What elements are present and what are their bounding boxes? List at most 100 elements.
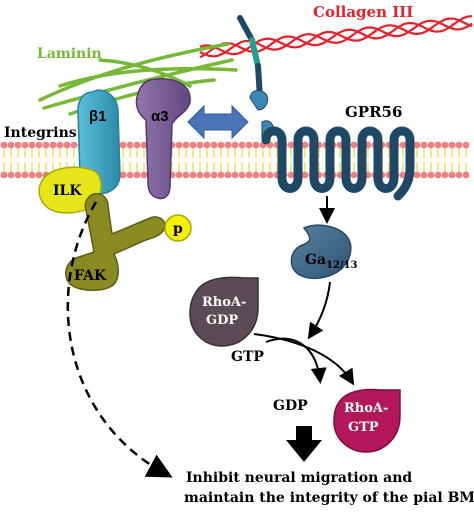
alpha3-label: α3 xyxy=(151,108,169,125)
lipid-head xyxy=(462,141,470,149)
fak-shape xyxy=(65,192,166,291)
lipid-head xyxy=(427,141,435,149)
lipid-head xyxy=(413,141,421,149)
lipid-head xyxy=(7,141,15,149)
rhoa-gtp-label-line1: RhoA- xyxy=(344,401,388,416)
lipid-head xyxy=(140,171,148,179)
lipid-head xyxy=(63,141,71,149)
lipid-head xyxy=(0,141,8,149)
gpr56-label: GPR56 xyxy=(345,103,402,121)
lipid-head xyxy=(217,171,225,179)
ga-protein-shape xyxy=(290,224,352,280)
rhoa-gdp-shape xyxy=(189,276,259,347)
lipid-head xyxy=(119,141,127,149)
lipid-head xyxy=(441,141,449,149)
lipid-head xyxy=(175,141,183,149)
lipid-head xyxy=(462,171,470,179)
outcome-line2: maintain the integrity of the pial BM xyxy=(184,490,474,506)
lipid-head xyxy=(14,141,22,149)
lipid-head xyxy=(245,141,253,149)
lipid-head xyxy=(35,171,43,179)
fak-label: FAK xyxy=(74,268,107,284)
gtp-label: GTP xyxy=(231,349,264,365)
lipid-head xyxy=(210,141,218,149)
lipid-head xyxy=(35,141,43,149)
ga-label: Ga12/13 xyxy=(305,252,358,271)
lipid-head xyxy=(441,171,449,179)
lipid-head xyxy=(7,171,15,179)
lipid-head xyxy=(133,141,141,149)
rhoa-gdp-label-line2: GDP xyxy=(206,313,238,328)
lipid-head xyxy=(231,141,239,149)
lipid-head xyxy=(420,141,428,149)
collagen-iii-label: Collagen III xyxy=(313,3,413,21)
lipid-head xyxy=(49,141,57,149)
lipid-head xyxy=(182,141,190,149)
lipid-head xyxy=(287,171,295,179)
lipid-head xyxy=(399,141,407,149)
integrin-to-outcome-dashed-arrow xyxy=(66,201,173,478)
gtp-to-gdp-curve xyxy=(265,337,327,384)
gdp-label: GDP xyxy=(273,398,308,414)
laminin-strand xyxy=(98,58,192,88)
lipid-head xyxy=(21,141,29,149)
lipid-head xyxy=(434,141,442,149)
lipid-head xyxy=(42,141,50,149)
lipid-head xyxy=(238,171,246,179)
lipid-head xyxy=(0,171,8,179)
rhoa-activation-curve xyxy=(253,333,355,386)
lipid-head xyxy=(203,171,211,179)
lipid-head xyxy=(14,171,22,179)
ga-to-exchange-arrow xyxy=(307,281,331,340)
lipid-head xyxy=(224,171,232,179)
lipid-head xyxy=(189,141,197,149)
lipid-head xyxy=(238,141,246,149)
lipid-head xyxy=(70,141,78,149)
lipid-head xyxy=(28,141,36,149)
lipid-head xyxy=(210,171,218,179)
lipid-head xyxy=(245,171,253,179)
lipid-head xyxy=(126,171,134,179)
lipid-head xyxy=(119,171,127,179)
lipid-head xyxy=(287,141,295,149)
laminin-strand xyxy=(58,66,238,88)
lipid-head xyxy=(420,171,428,179)
laminin-strand xyxy=(42,58,234,110)
beta1-label: β1 xyxy=(89,108,107,125)
lipid-head xyxy=(448,141,456,149)
lipid-head xyxy=(427,171,435,179)
lipid-head xyxy=(196,171,204,179)
lipid-head xyxy=(224,141,232,149)
lipid-head xyxy=(259,171,267,179)
lipid-head xyxy=(266,171,274,179)
outcome-line1: Inhibit neural migration and xyxy=(186,470,412,486)
integrins-label: Integrins xyxy=(4,125,77,141)
lipid-head xyxy=(182,171,190,179)
lipid-head xyxy=(231,171,239,179)
collagen-strand xyxy=(199,17,473,56)
lipid-head xyxy=(448,171,456,179)
ilk-label: ILK xyxy=(53,183,82,199)
lipid-head xyxy=(455,141,463,149)
lipid-head xyxy=(455,171,463,179)
lipid-head xyxy=(21,171,29,179)
collagen-iii-fiber xyxy=(199,15,473,59)
lipid-head xyxy=(252,141,260,149)
lipid-head xyxy=(301,141,309,149)
lipid-head xyxy=(350,141,358,149)
interaction-double-arrow xyxy=(187,104,249,140)
laminin-strands xyxy=(38,42,238,116)
rhoa-gdp-label-line1: RhoA- xyxy=(202,295,246,310)
lipid-head xyxy=(434,171,442,179)
laminin-label: Laminin xyxy=(37,46,102,62)
rhoa-gtp-shape xyxy=(333,388,401,453)
lipid-head xyxy=(203,141,211,149)
lipid-head xyxy=(133,171,141,179)
down-block-arrow xyxy=(286,426,322,462)
gpr56-seven-transmembrane xyxy=(261,126,415,201)
lipid-head xyxy=(301,171,309,179)
rhoa-gtp-label-line2: GTP xyxy=(348,420,379,435)
lipid-head xyxy=(252,171,260,179)
